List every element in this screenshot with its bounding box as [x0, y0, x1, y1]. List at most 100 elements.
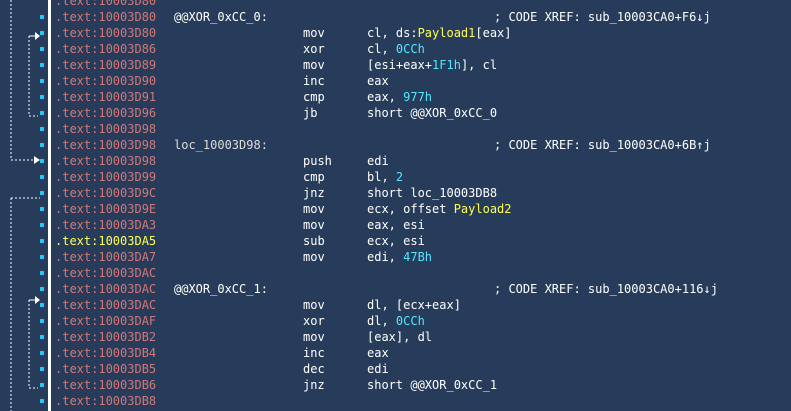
- code-label[interactable]: @@XOR_0xCC_0:: [174, 10, 268, 24]
- line-address: .text:10003D96: [55, 106, 157, 120]
- line-address: .text:10003DB5: [55, 362, 157, 376]
- listing-line[interactable]: .text:10003DAC mov dl, [ecx+eax]: [55, 297, 791, 313]
- operand-symbol[interactable]: Payload2: [453, 202, 512, 216]
- line-marker-dot: [40, 271, 44, 275]
- operand-text: [eax]: [475, 26, 512, 40]
- line-marker-dot: [40, 335, 44, 339]
- line-address: .text:10003DA7: [55, 250, 157, 264]
- instruction-operands: eax: [367, 345, 389, 361]
- operand-text: [eax], dl: [367, 330, 433, 344]
- line-address: .text:10003DAC: [55, 298, 157, 312]
- listing-line[interactable]: .text:10003D98: [55, 121, 791, 137]
- instruction-mnemonic: mov: [303, 202, 325, 216]
- instruction-operands: eax: [367, 73, 389, 89]
- line-marker-dot: [40, 303, 44, 307]
- code-label[interactable]: @@XOR_0xCC_1:: [174, 282, 268, 296]
- line-marker-dot: [40, 47, 44, 51]
- instruction-mnemonic: cmp: [303, 90, 325, 104]
- listing-line[interactable]: .text:10003D90 inc eax: [55, 73, 791, 89]
- instruction-operands: dl, [ecx+eax]: [367, 297, 461, 313]
- arrow-head-icon: [35, 32, 40, 40]
- operand-number: 47Bh: [403, 250, 433, 264]
- code-xref-comment[interactable]: ; CODE XREF: sub_10003CA0+6B↑j: [494, 138, 711, 152]
- instruction-operands: ecx, offset Payload2: [367, 201, 512, 217]
- instruction-operands: dl, 0CCh: [367, 313, 425, 329]
- code-xref-comment[interactable]: ; CODE XREF: sub_10003CA0+116↓j: [494, 282, 718, 296]
- line-address: .text:10003DA5: [55, 234, 157, 248]
- instruction-mnemonic: mov: [303, 58, 325, 72]
- operand-text: edi: [367, 154, 389, 168]
- line-marker-dot: [40, 367, 44, 371]
- listing-line[interactable]: .text:10003D89 mov [esi+eax+1F1h], cl: [55, 57, 791, 73]
- code-xref-comment[interactable]: ; CODE XREF: sub_10003CA0+F6↓j: [494, 10, 711, 24]
- listing-line[interactable]: .text:10003D9E mov ecx, offset Payload2: [55, 201, 791, 217]
- line-marker-dot: [40, 95, 44, 99]
- instruction-operands: ecx, esi: [367, 233, 425, 249]
- line-address: .text:10003DAC: [55, 266, 157, 280]
- pane-divider[interactable]: [48, 0, 51, 411]
- listing-line[interactable]: .text:10003DB8: [55, 393, 791, 409]
- listing-line[interactable]: .text:10003DAC: [55, 265, 791, 281]
- operand-text: [esi+eax+: [367, 58, 433, 72]
- code-listing[interactable]: .text:10003D80.text:10003D80@@XOR_0xCC_0…: [55, 0, 791, 409]
- operand-text: short @@XOR_0xCC_0: [367, 106, 498, 120]
- line-address: .text:10003D98: [55, 138, 157, 152]
- line-address: .text:10003D86: [55, 42, 157, 56]
- flow-arrows-pane: [0, 0, 48, 411]
- listing-line[interactable]: .text:10003DAC @@XOR_0xCC_1: ; CODE XREF: …: [55, 281, 791, 297]
- listing-line[interactable]: .text:10003D98 loc_10003D98: ; CODE XREF: …: [55, 137, 791, 153]
- line-marker-dot: [40, 143, 44, 147]
- listing-line[interactable]: .text:10003D80: [55, 0, 791, 9]
- code-label[interactable]: loc_10003D98:: [174, 138, 268, 152]
- line-marker-dot: [40, 319, 44, 323]
- listing-line[interactable]: .text:10003DA5 sub ecx, esi: [55, 233, 791, 249]
- instruction-operands: short @@XOR_0xCC_0: [367, 105, 497, 121]
- operand-text: ], cl: [460, 58, 498, 72]
- line-marker-dot: [40, 63, 44, 67]
- instruction-mnemonic: cmp: [303, 170, 325, 184]
- operand-number: 0CCh: [395, 314, 425, 328]
- listing-line[interactable]: .text:10003D80@@XOR_0xCC_0:; CODE XREF: …: [55, 9, 791, 25]
- instruction-mnemonic: inc: [303, 74, 325, 88]
- instruction-mnemonic: mov: [303, 298, 325, 312]
- operand-text: eax: [367, 346, 389, 360]
- instruction-operands: eax, esi: [367, 217, 425, 233]
- instruction-mnemonic: inc: [303, 346, 325, 360]
- line-marker-dot: [40, 383, 44, 387]
- line-address: .text:10003D90: [55, 74, 157, 88]
- operand-number: 2: [395, 170, 404, 184]
- operand-text: short @@XOR_0xCC_1: [367, 378, 498, 392]
- operand-text: cl,: [367, 42, 396, 56]
- line-address: .text:10003D89: [55, 58, 157, 72]
- line-address: .text:10003DAC: [55, 282, 157, 296]
- line-address: .text:10003D9E: [55, 202, 157, 216]
- operand-text: bl,: [367, 170, 396, 184]
- instruction-mnemonic: sub: [303, 234, 325, 248]
- line-address: .text:10003DB6: [55, 378, 157, 392]
- instruction-mnemonic: jnz: [303, 186, 325, 200]
- operand-text: dl,: [367, 314, 396, 328]
- operand-number: 977h: [403, 90, 433, 104]
- operand-text: edi: [367, 362, 389, 376]
- operand-text: eax, esi: [367, 218, 425, 232]
- line-marker-dot: [40, 351, 44, 355]
- operand-symbol[interactable]: Payload1: [417, 26, 476, 40]
- operand-text: ecx, esi: [367, 234, 425, 248]
- instruction-operands: [esi+eax+1F1h], cl: [367, 57, 497, 73]
- line-marker-dot: [40, 223, 44, 227]
